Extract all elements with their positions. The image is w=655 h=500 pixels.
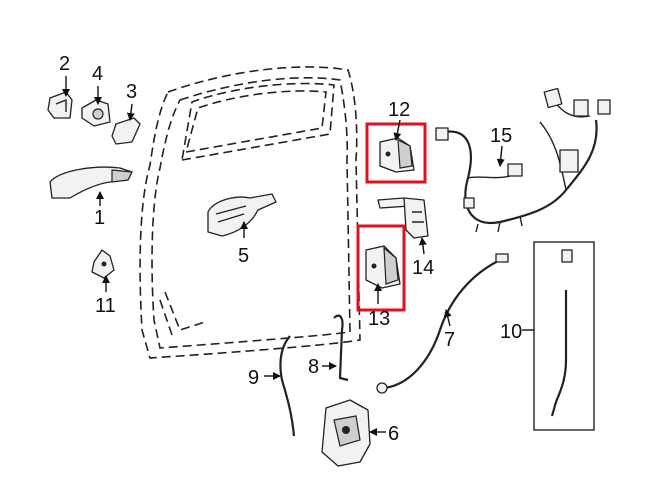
callout-12: 12 — [388, 99, 410, 121]
part-12-upper-hinge — [379, 137, 415, 173]
part-3-bezel — [111, 117, 141, 145]
callout-9: 9 — [248, 367, 259, 389]
callout-1: 1 — [94, 207, 105, 229]
part-14-door-check — [377, 197, 429, 239]
part-9-rod — [279, 335, 296, 437]
part-11-bracket — [91, 249, 115, 279]
highlight-box-12 — [365, 122, 427, 184]
part-4-lock-cylinder — [81, 99, 111, 127]
callout-15: 15 — [490, 125, 512, 147]
part-5-inside-handle — [207, 193, 277, 237]
part-13-lower-hinge — [365, 245, 401, 289]
part-15-wiring-harness — [435, 87, 611, 233]
callout-10: 10 — [500, 321, 522, 343]
highlight-box-13 — [356, 224, 406, 312]
part-2-handle-cap — [47, 91, 73, 119]
callout-3: 3 — [126, 81, 137, 103]
callout-7: 7 — [444, 329, 455, 351]
door-outline — [139, 66, 361, 359]
callout-2: 2 — [59, 53, 70, 75]
callout-13: 13 — [368, 308, 390, 330]
part-6-latch — [321, 399, 371, 467]
callout-8: 8 — [308, 356, 319, 378]
callout-4: 4 — [92, 63, 103, 85]
part-7-release-cable — [376, 253, 509, 394]
callout-6: 6 — [388, 423, 399, 445]
callouts: 1 2 3 4 5 6 7 8 9 10 11 12 13 14 15 — [59, 53, 534, 445]
callout-11: 11 — [95, 295, 116, 317]
part-8-rod — [333, 314, 349, 382]
part-10-inset — [533, 241, 595, 431]
callout-5: 5 — [238, 245, 249, 267]
part-1-outside-handle — [49, 166, 133, 199]
callout-14: 14 — [412, 257, 434, 279]
